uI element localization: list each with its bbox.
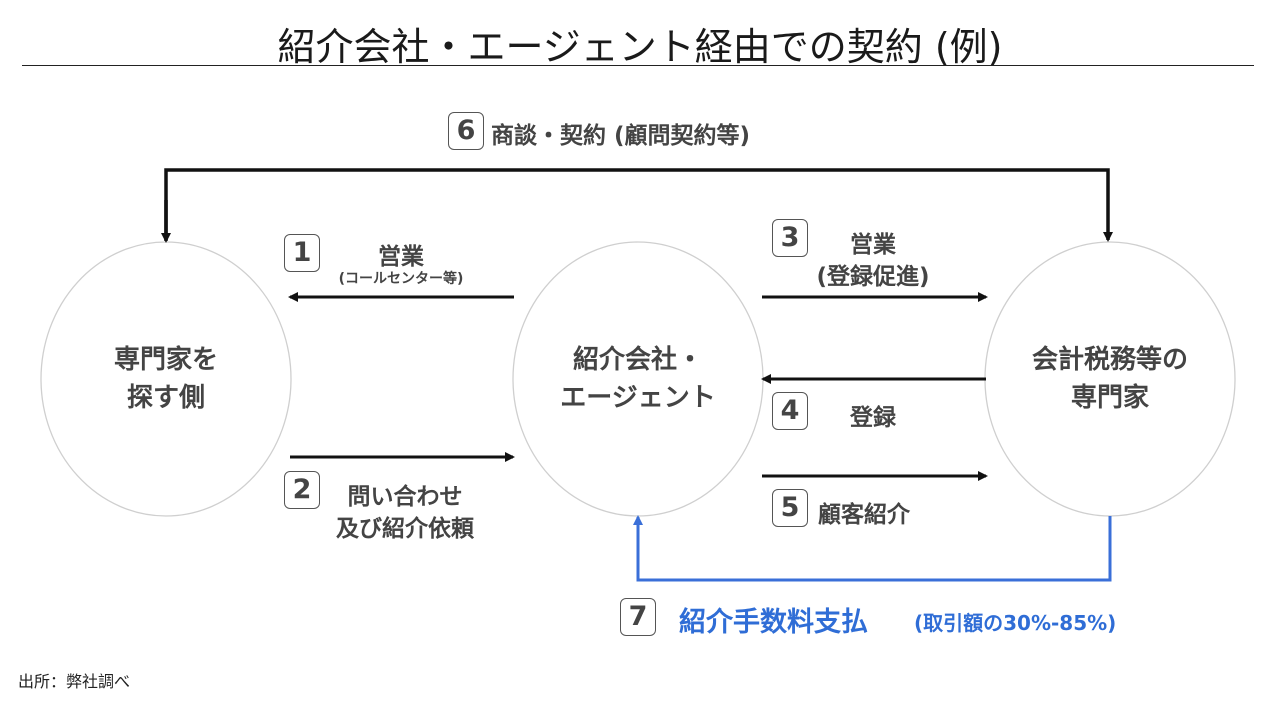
node-center-label: 紹介会社・ エージェント — [538, 341, 738, 417]
step-5-number: 5 — [772, 489, 808, 527]
node-right-label: 会計税務等の 専門家 — [1000, 341, 1220, 417]
step-3-label: 営業 — [850, 232, 896, 258]
step-1-number: 1 — [284, 234, 320, 272]
title-divider — [22, 65, 1254, 66]
step-1-sublabel: (コールセンター等) — [338, 271, 464, 287]
arrow-step-7 — [633, 515, 1112, 582]
node-left-line1: 専門家を — [113, 345, 218, 375]
step-6-number: 6 — [448, 112, 484, 150]
node-right-line1: 会計税務等の — [1031, 345, 1188, 375]
step-4-label: 登録 — [850, 405, 896, 431]
step-6-label: 商談・契約 (顧問契約等) — [491, 123, 751, 149]
step-5-label: 顧客紹介 — [818, 502, 910, 528]
step-2-number: 2 — [284, 471, 320, 509]
node-right-line2: 専門家 — [1070, 383, 1149, 413]
node-center-line2: エージェント — [560, 383, 716, 413]
step-7-sublabel: (取引額の30%-85%) — [914, 611, 1117, 635]
step-7-label: 紹介手数料支払 — [679, 607, 868, 638]
step-1-label: 営業 — [378, 244, 424, 270]
step-3-number: 3 — [772, 219, 808, 257]
node-left-label: 専門家を 探す側 — [66, 341, 266, 417]
node-left-line2: 探す側 — [126, 383, 205, 413]
arrow-step-6 — [164, 168, 1113, 242]
step-7-number: 7 — [620, 598, 656, 636]
step-2-label: 問い合わせ — [347, 484, 463, 510]
step-3-sublabel: (登録促進) — [816, 264, 930, 290]
node-center-line1: 紹介会社・ — [572, 345, 703, 375]
step-4-number: 4 — [772, 392, 808, 430]
step-2-sublabel: 及び紹介依頼 — [336, 516, 474, 542]
page-title: 紹介会社・エージェント経由での契約 (例) — [277, 25, 1003, 69]
source-note: 出所：弊社調べ — [18, 672, 131, 691]
